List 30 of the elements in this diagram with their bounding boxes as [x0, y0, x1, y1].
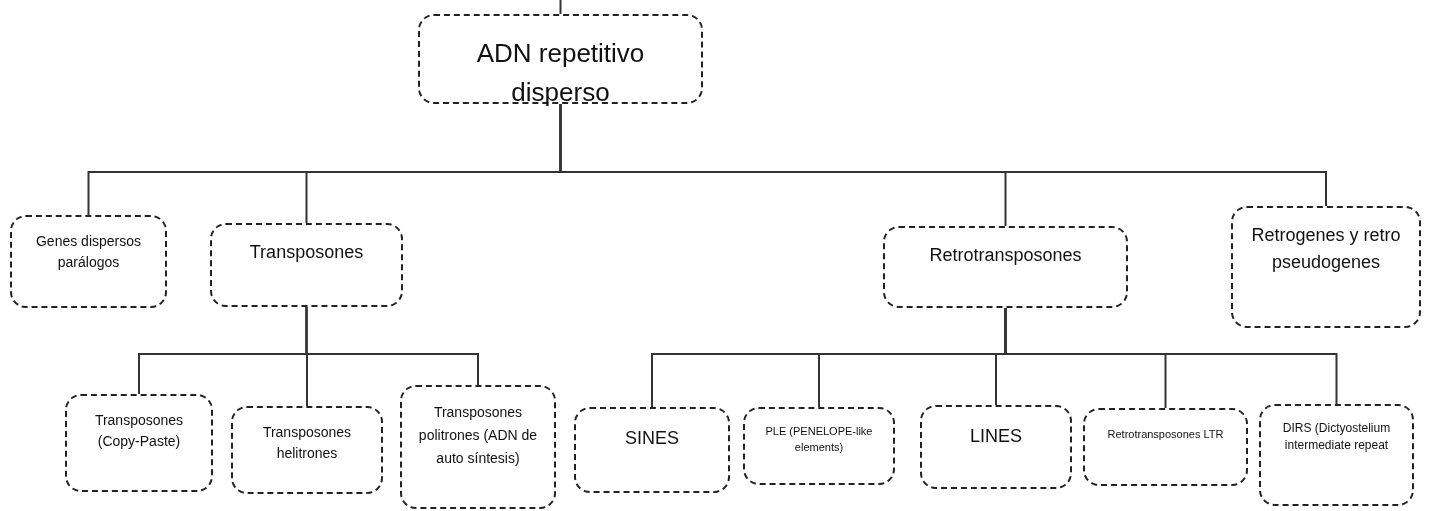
dashed-box — [418, 14, 703, 104]
box-label: DIRS (Dictyostelium intermediate repeat — [1281, 420, 1392, 454]
box-label: Transposones helitrones — [261, 423, 353, 463]
box-label: Retrotransposones LTR — [1107, 427, 1224, 442]
dashed-box — [1259, 404, 1414, 506]
box-label: Retrogenes y retro pseudogenes — [1250, 224, 1402, 274]
box-label: LINES — [970, 425, 1022, 448]
dashed-box — [400, 385, 556, 509]
box-label: Retrotransposones — [929, 244, 1082, 267]
connector-line — [559, 0, 562, 15]
box-label: ADN repetitivo disperso — [475, 37, 646, 109]
dashed-box — [1083, 408, 1248, 486]
box-label: SINES — [625, 427, 679, 450]
dashed-box — [920, 405, 1072, 489]
dashed-box — [743, 407, 895, 485]
box-label: Transposones (Copy-Paste) — [93, 411, 185, 451]
dashed-box — [574, 407, 730, 493]
box-label: Transposones — [249, 241, 364, 264]
connector-line — [1004, 307, 1338, 405]
dashed-box — [10, 215, 167, 308]
dashed-box — [883, 226, 1128, 308]
box-label: Transposones politrones (ADN de auto síntesis) — [417, 403, 539, 468]
connector-line — [305, 306, 479, 386]
dashed-box — [231, 406, 383, 494]
box-label: PLE (PENELOPE-like elements) — [764, 424, 874, 455]
dashed-box — [210, 223, 403, 307]
box-label: Genes dispersos parálogos — [34, 232, 143, 272]
connector-line — [559, 103, 1327, 207]
dashed-box — [65, 394, 213, 492]
dashed-box — [1231, 206, 1421, 328]
